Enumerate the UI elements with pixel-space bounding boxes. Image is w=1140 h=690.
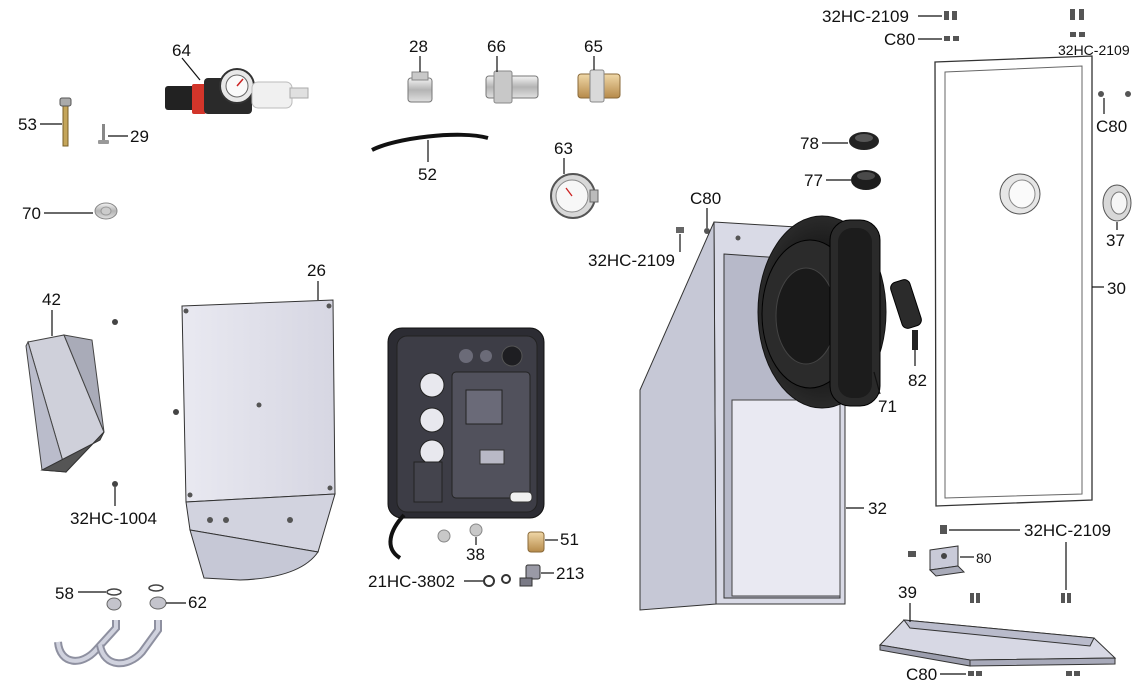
part-29-screw — [98, 124, 109, 144]
nut-c80-c-a — [968, 671, 974, 676]
part-213-elbow — [519, 564, 541, 587]
label-53: 53 — [18, 115, 37, 134]
part-64-air-regulator — [165, 68, 309, 114]
screw-top-r-a — [1070, 9, 1075, 20]
screw-39-d — [1067, 593, 1071, 603]
screw-top-a — [944, 11, 949, 20]
nut-top-r-a — [1070, 32, 1076, 37]
part-51-fitting — [527, 531, 545, 553]
nut-c80-c-d — [1074, 671, 1080, 676]
label-21hc-3802: 21HC-3802 — [368, 572, 455, 591]
label-32hc-1004: 32HC-1004 — [70, 509, 157, 528]
label-32hc-2109-a: 32HC-2109 — [588, 251, 675, 270]
label-30: 30 — [1107, 279, 1126, 298]
part-30-door — [934, 55, 1093, 507]
part-58-washer — [106, 588, 122, 596]
label-38: 38 — [466, 545, 485, 564]
label-32hc-2109-top: 32HC-2109 — [822, 7, 909, 26]
label-42: 42 — [42, 290, 61, 309]
part-38-cap-b — [469, 523, 483, 537]
label-65: 65 — [584, 37, 603, 56]
nut-c80-c-c — [1066, 671, 1072, 676]
screw-32hc-2109-b — [940, 525, 947, 534]
label-29: 29 — [130, 127, 149, 146]
label-77: 77 — [804, 171, 823, 190]
label-32: 32 — [868, 499, 887, 518]
screw-39-b — [976, 593, 980, 603]
part-37-ring — [1102, 184, 1132, 222]
part-78-ring — [849, 132, 879, 150]
part-26-panel — [181, 299, 336, 581]
part-66-fitting — [485, 70, 539, 104]
label-51: 51 — [560, 530, 579, 549]
part-53-bolt — [59, 97, 72, 147]
label-58: 58 — [55, 584, 74, 603]
screw-39-c — [1061, 593, 1065, 603]
nut-c80-a — [704, 228, 710, 234]
nut-c80-c-b — [976, 671, 982, 676]
screw-32hc-2109-a — [676, 227, 684, 233]
label-78: 78 — [800, 134, 819, 153]
part-62-ferrule — [149, 596, 167, 610]
label-70: 70 — [22, 204, 41, 223]
label-64: 64 — [172, 41, 191, 60]
part-63-pressure-gauge — [550, 173, 599, 219]
label-82: 82 — [908, 371, 927, 390]
part-71-hose-reel — [757, 215, 887, 409]
control-box — [387, 327, 545, 560]
leader-71 — [873, 371, 881, 395]
screw-42-top — [112, 319, 118, 325]
leader-64 — [181, 57, 201, 81]
part-58-ferrule — [106, 597, 122, 611]
label-71: 71 — [878, 397, 897, 416]
part-77-grommet — [851, 170, 881, 190]
label-80: 80 — [976, 550, 992, 566]
washer-21hc-3802-b — [501, 574, 511, 584]
part-pipes — [54, 620, 162, 668]
nut-80 — [908, 551, 916, 557]
label-32hc-2109-top-r: 32HC-2109 — [1058, 42, 1130, 58]
label-37: 37 — [1106, 231, 1125, 250]
part-42-box — [25, 334, 105, 473]
screw-top-r-b — [1079, 9, 1084, 20]
part-28-fitting — [407, 71, 433, 103]
part-82-nozzle — [890, 279, 922, 350]
part-80-bracket — [928, 545, 966, 577]
label-c80-a: C80 — [690, 189, 721, 208]
washer-21hc-3802-a — [483, 575, 495, 587]
nut-top-b — [953, 36, 959, 41]
label-32hc-2109-b: 32HC-2109 — [1024, 521, 1111, 540]
part-52-hose — [371, 132, 489, 152]
screw-top-b — [952, 11, 957, 20]
label-c80-b: C80 — [1096, 117, 1127, 136]
nut-c80-b-a — [1098, 91, 1104, 97]
part-70-nut — [94, 202, 118, 220]
screw-32hc-1004 — [112, 481, 118, 487]
nut-top-a — [944, 36, 950, 41]
part-65-fitting — [577, 69, 621, 103]
label-63: 63 — [554, 139, 573, 158]
label-c80-c: C80 — [906, 665, 937, 684]
nut-c80-b-b — [1125, 91, 1131, 97]
label-62: 62 — [188, 593, 207, 612]
part-39-tray — [878, 619, 1117, 667]
label-213: 213 — [556, 564, 584, 583]
label-c80-top: C80 — [884, 30, 915, 49]
label-26: 26 — [307, 261, 326, 280]
nut-top-r-b — [1079, 32, 1085, 37]
part-38-cap-a — [437, 529, 451, 543]
part-62-washer — [148, 584, 164, 592]
label-39: 39 — [898, 583, 917, 602]
label-28: 28 — [409, 37, 428, 56]
label-52: 52 — [418, 165, 437, 184]
label-66: 66 — [487, 37, 506, 56]
screw-39-a — [970, 593, 974, 603]
screw-26-side — [173, 409, 179, 415]
